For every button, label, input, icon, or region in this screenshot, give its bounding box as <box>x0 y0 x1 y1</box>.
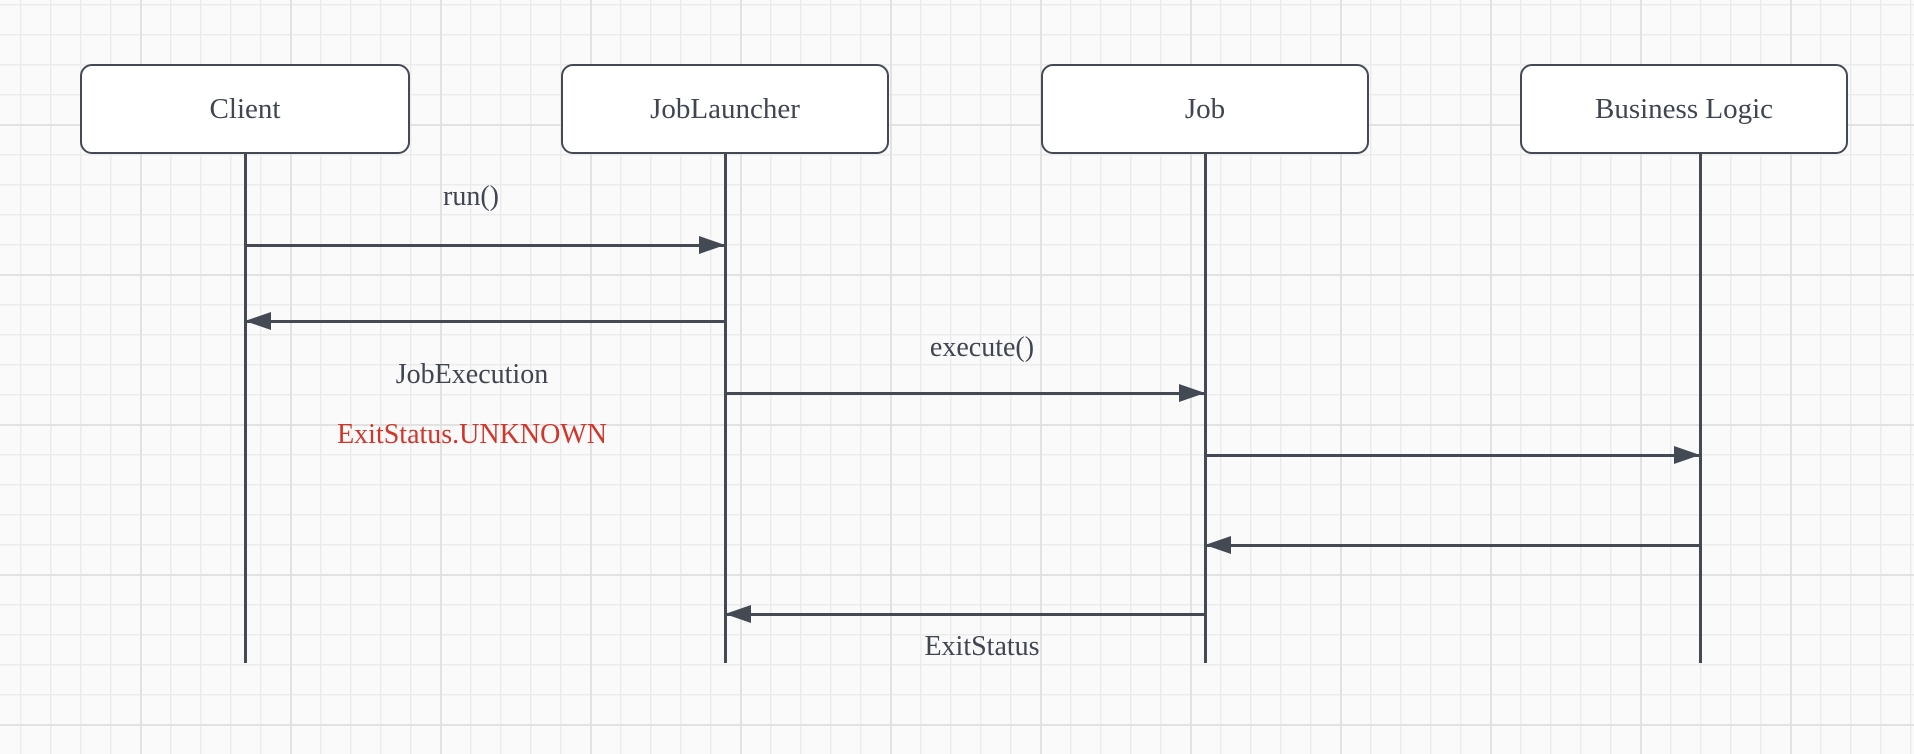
arrowhead-left-icon <box>725 605 751 623</box>
actor-label-job: Job <box>1184 92 1226 125</box>
message-arrow-jobexecution-return <box>245 312 725 330</box>
message-label-exitstatus-unknown: ExitStatus.UNKNOWN <box>337 419 607 450</box>
message-arrow-exitstatus-return <box>725 605 1205 623</box>
message-label-execute: execute() <box>929 332 1035 363</box>
arrowhead-right-icon <box>1674 446 1700 464</box>
actor-label-client: Client <box>209 92 281 125</box>
actor-box-business-logic: Business Logic <box>1520 64 1848 154</box>
actor-box-job: Job <box>1041 64 1369 154</box>
actor-box-joblauncher: JobLauncher <box>561 64 889 154</box>
actor-label-business-logic: Business Logic <box>1594 92 1774 125</box>
arrowhead-right-icon <box>1179 384 1205 402</box>
actor-box-client: Client <box>80 64 410 154</box>
message-arrow-run <box>245 236 725 254</box>
arrowhead-left-icon <box>245 312 271 330</box>
message-label-run: run() <box>443 181 499 212</box>
lifeline-job <box>1203 154 1207 663</box>
lifeline-joblauncher <box>723 154 727 663</box>
message-label-exitstatus: ExitStatus <box>924 631 1040 662</box>
lifeline-client <box>243 154 247 663</box>
message-label-jobexecution: JobExecution <box>395 359 549 390</box>
actor-label-joblauncher: JobLauncher <box>650 92 800 125</box>
arrowhead-right-icon <box>699 236 725 254</box>
lifeline-business-logic <box>1698 154 1702 663</box>
message-arrow-job-to-businesslogic <box>1205 446 1700 464</box>
arrowhead-left-icon <box>1205 536 1231 554</box>
message-arrow-businesslogic-to-job <box>1205 536 1700 554</box>
message-arrow-execute <box>725 384 1205 402</box>
